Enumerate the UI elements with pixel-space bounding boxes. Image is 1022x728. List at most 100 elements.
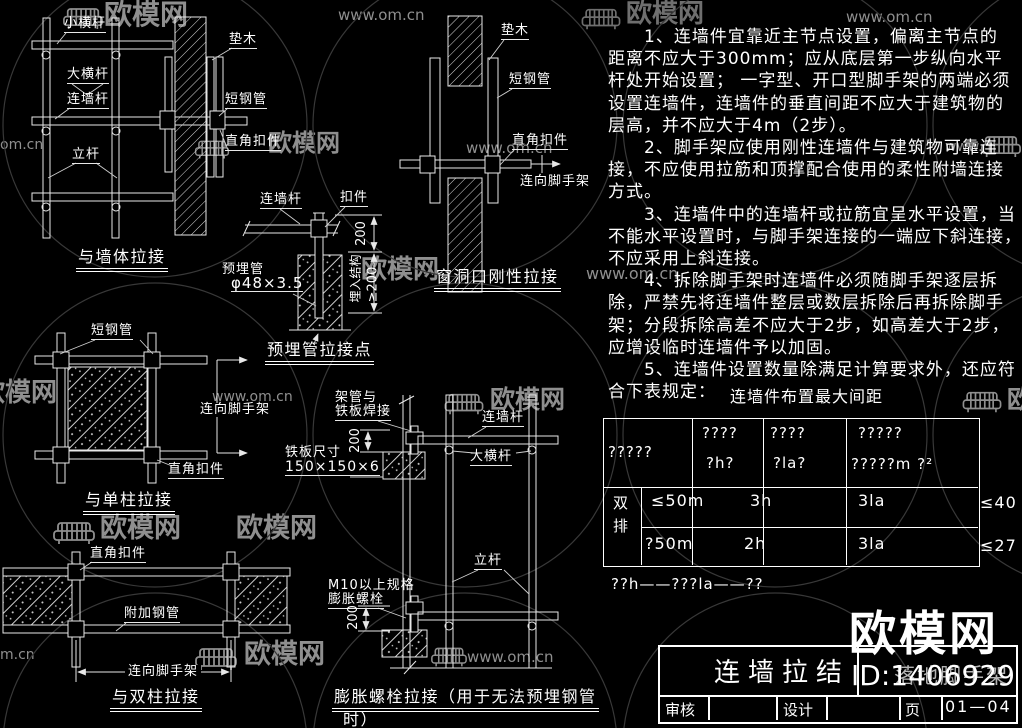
table-line <box>641 527 978 528</box>
label-plate-size-line1: 铁板尺寸 <box>285 445 342 460</box>
general-notes: 1、连墙件宜靠近主节点设置，偏离主节点的距离不应大于300mm；应从底层第一步纵… <box>608 27 1022 403</box>
table-cell-overflow: ≤27 <box>980 536 1017 555</box>
table-cell-vertical: 3h <box>750 491 773 510</box>
dim-embed-depth: 埋入结构 <box>348 254 363 303</box>
watermark-brand: 欧模网 <box>236 513 317 544</box>
label-bolt-spec-line2: 膨胀螺栓 <box>328 592 385 609</box>
label-coupler: 扣件 <box>340 190 369 207</box>
table-col4-header: ????? <box>858 424 903 442</box>
label-upright: 立杆 <box>474 553 503 570</box>
label-main-ledger: 大横杆 <box>470 449 513 466</box>
page-number: 01—04 <box>945 697 1012 716</box>
titleblock-line <box>857 647 859 695</box>
label-small-ledger: 小横杆 <box>64 16 107 33</box>
dim-200: 200 <box>353 221 369 246</box>
watermark-url: www. <box>945 139 983 155</box>
label-short-pipe: 短钢管 <box>91 323 134 340</box>
label-right-angle-coupler: 直角扣件 <box>168 462 225 479</box>
watermark-brand: 欧模网 <box>626 0 705 29</box>
design-label: 设计 <box>783 701 814 719</box>
sofa-icon <box>444 393 484 416</box>
watermark-brand: 欧模网 <box>268 129 340 157</box>
detail-title-window-tie: 窗洞口刚性拉接 <box>434 268 561 292</box>
label-tie-rod: 连墙杆 <box>482 410 525 427</box>
table-footnote: ??h——???la——?? <box>611 575 764 593</box>
watermark-id: ID:1406929 <box>851 659 1015 692</box>
watermark-brand-large: 欧模网 <box>849 607 999 662</box>
label-right-angle-coupler: 直角扣件 <box>90 546 147 563</box>
detail-title-expansion-bolt-line2: 时） <box>341 711 380 728</box>
label-pad-wood: 垫木 <box>229 32 258 49</box>
label-weld-line2: 铁板焊接 <box>335 404 392 421</box>
watermark-brand: 欧模网 <box>100 513 181 544</box>
dim-embed-min: ≥200 <box>365 266 381 303</box>
watermark-brand: 欧模网 <box>490 385 566 414</box>
label-right-angle-coupler: 直角扣件 <box>225 134 282 151</box>
table-cell-horizontal: 3la <box>858 491 886 510</box>
label-to-scaffold: 连向脚手架 <box>520 174 591 189</box>
label-tie-rod: 连墙杆 <box>260 192 303 209</box>
label-short-pipe: 短钢管 <box>509 72 552 89</box>
watermark-url: www.om.cn <box>586 264 679 283</box>
label-tie-rod: 连墙杆 <box>67 92 110 109</box>
detail-single-column-drawing <box>34 332 248 484</box>
detail-title-embedded-pipe: 预埋管拉接点 <box>265 341 375 365</box>
label-pad-wood: 垫木 <box>501 23 530 40</box>
watermark-url: om.cn <box>0 137 44 153</box>
watermark-url: m.cn <box>0 647 35 663</box>
table-col3-header: ???? <box>770 424 806 442</box>
detail-title-single-column: 与单柱拉接 <box>83 491 175 515</box>
watermark-brand: 欧模网 <box>244 639 325 670</box>
detail-wall-tie-drawing <box>31 16 248 239</box>
detail-window-tie-drawing <box>399 15 561 293</box>
watermark-brand: 欧模网 <box>104 0 189 31</box>
label-bolt-spec-line1: M10以上规格 <box>328 578 415 593</box>
titleblock-line <box>776 697 778 720</box>
table-line <box>603 487 978 488</box>
table-rowgroup-double: 排 <box>613 517 630 535</box>
table-line <box>846 418 847 565</box>
sofa-icon <box>431 647 467 668</box>
titleblock-line <box>899 697 901 720</box>
table-col1-header: ????? <box>608 443 653 461</box>
dim-200: 200 <box>347 428 363 453</box>
titleblock-border <box>658 645 1018 724</box>
label-pipe-spec: φ48×3.5 <box>231 274 304 292</box>
label-right-angle-coupler: 直角扣件 <box>512 133 569 150</box>
table-cell-overflow: ≤40 <box>980 493 1017 512</box>
drawing-title: 连墙拉结 <box>714 658 851 688</box>
table-line <box>692 418 693 565</box>
label-plate-size-line2: 150×150×6 <box>285 459 380 476</box>
table-line <box>763 418 764 565</box>
table-cell-vertical: 2h <box>744 534 767 553</box>
page-label: 页 <box>905 701 921 719</box>
label-short-pipe: 短钢管 <box>225 92 268 109</box>
sofa-icon <box>53 522 95 545</box>
titleblock-line <box>826 697 828 720</box>
detail-double-column-drawing <box>2 551 291 682</box>
label-weld-line1: 架管与 <box>335 390 378 405</box>
detail-title-expansion-bolt-line1: 膨胀螺栓拉接（用于无法预埋钢管 <box>332 688 599 712</box>
titleblock-line <box>941 697 943 720</box>
watermark-brand: 欧模网 <box>1007 385 1022 414</box>
table-cell-height: ?50m <box>645 534 694 553</box>
label-upright: 立杆 <box>72 147 101 164</box>
table-cell-height: ≤50m <box>651 491 705 510</box>
table-col3-header: ?la? <box>773 454 807 472</box>
watermark-url: www.om.cn <box>467 648 554 666</box>
watermark-url: www.om.cn <box>212 389 293 405</box>
detail-title-double-column: 与双柱拉接 <box>110 688 202 712</box>
table-cell-horizontal: 3la <box>858 534 886 553</box>
label-main-ledger: 大横杆 <box>67 67 110 84</box>
label-to-scaffold: 连向脚手架 <box>197 403 274 417</box>
detail-expansion-bolt-drawing <box>350 394 559 675</box>
table-line <box>641 487 642 565</box>
table-title: 连墙件布置最大间距 <box>730 387 884 406</box>
spacing-table-border <box>603 418 980 567</box>
label-embedded-pipe: 预埋管 <box>222 262 265 277</box>
dim-200: 200 <box>345 605 361 630</box>
label-extra-pipe: 附加钢管 <box>124 606 181 623</box>
watermark-url: www.om.cn <box>846 8 933 26</box>
review-label: 审核 <box>665 701 696 719</box>
